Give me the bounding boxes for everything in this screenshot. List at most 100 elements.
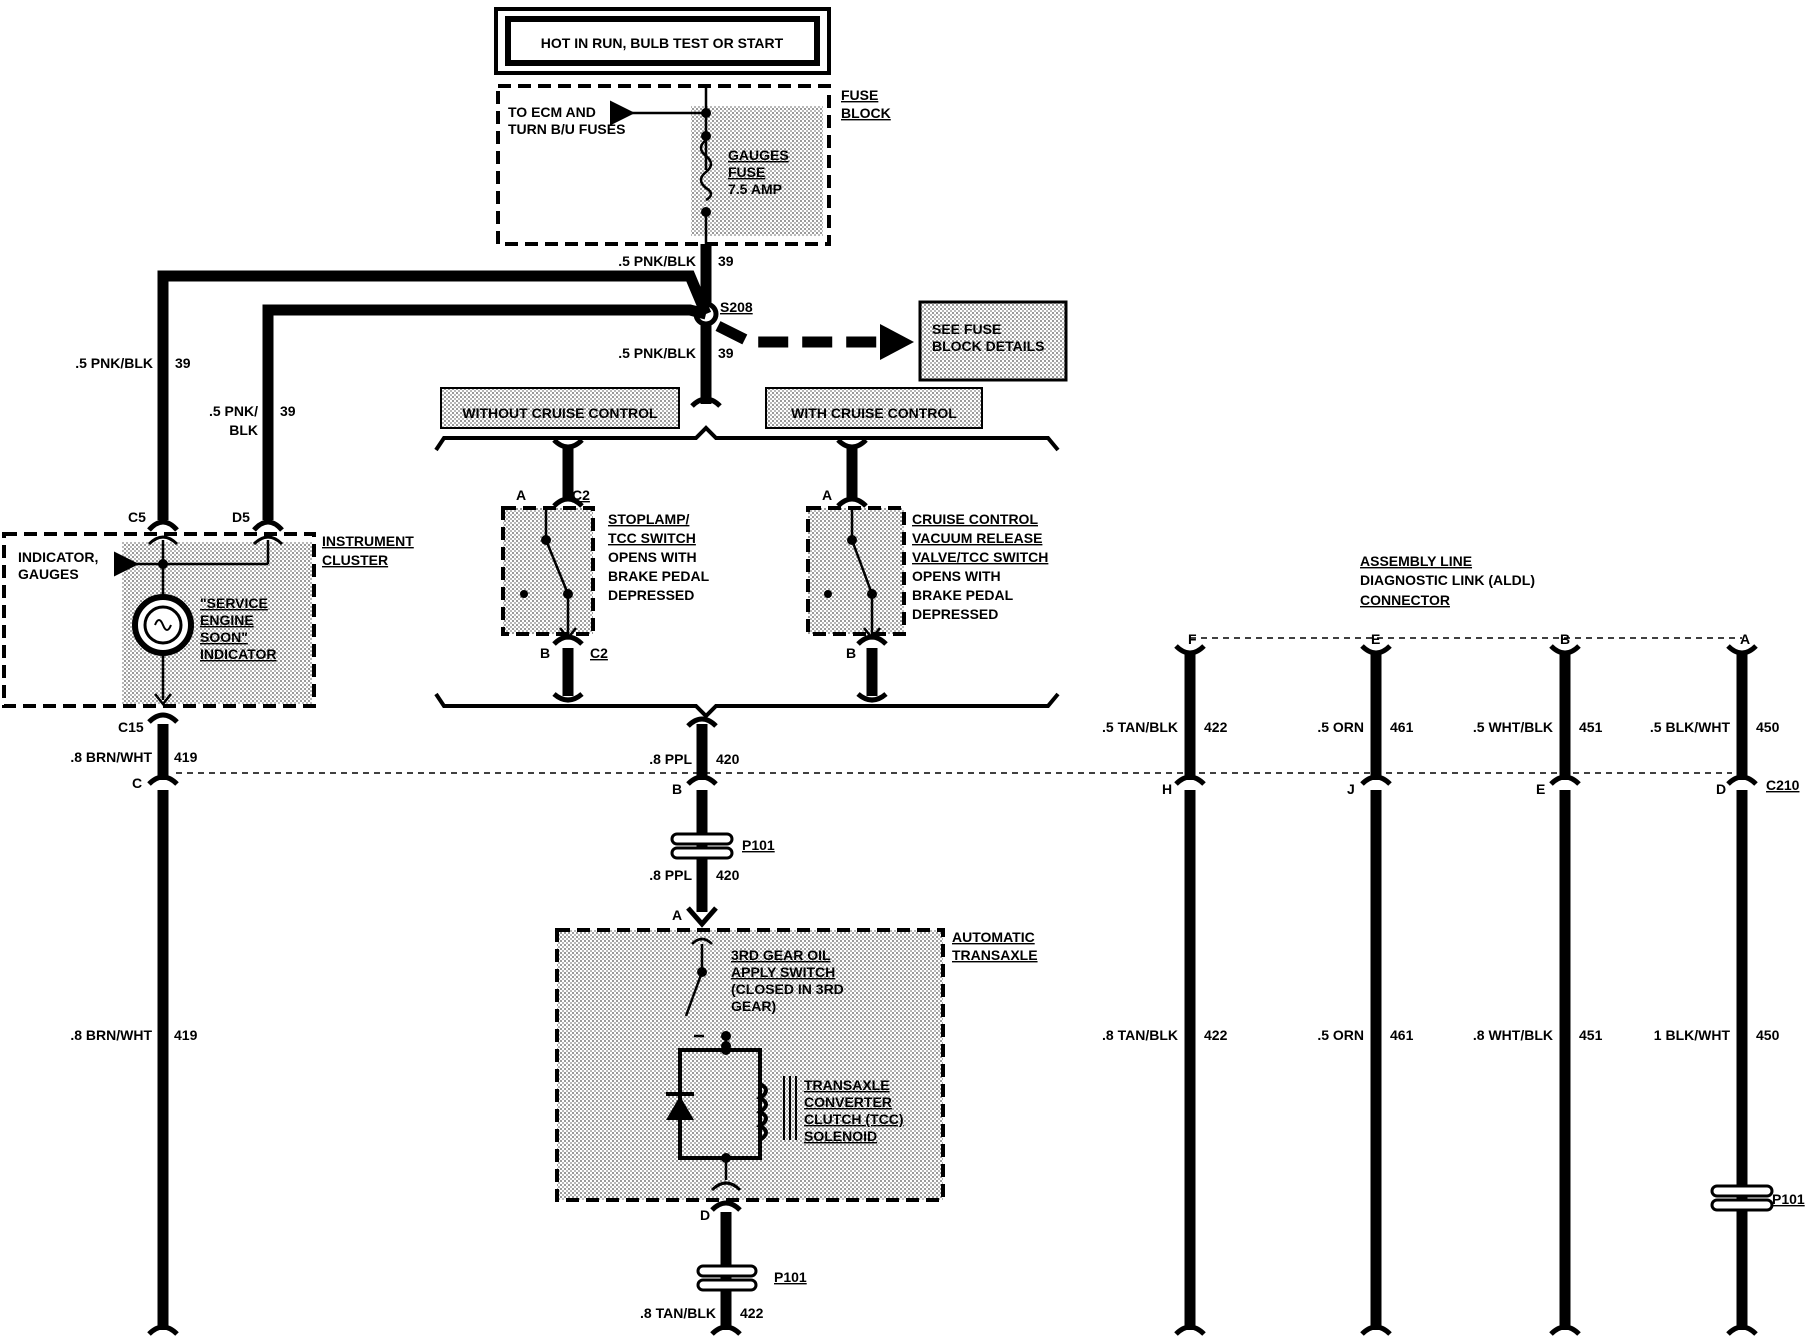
cluster-title-2: CLUSTER	[322, 552, 388, 568]
wire-top-label: .5 PNK/BLK	[618, 253, 696, 269]
aldl-a-top-label: .5 BLK/WHT	[1650, 719, 1731, 735]
power-source-box: HOT IN RUN, BULB TEST OR START	[494, 7, 831, 75]
solenoid-coil-icon	[756, 1082, 768, 1142]
wire-left-outer-num: 39	[175, 355, 191, 371]
solenoid-label-3: CLUTCH (TCC)	[804, 1111, 904, 1127]
wire-ppl-2-num: 420	[716, 867, 740, 883]
option-bracket-bottom	[434, 692, 1060, 719]
fuse-block-title-2: BLOCK	[841, 105, 891, 121]
aldl-e-bot-num: 461	[1390, 1027, 1414, 1043]
p101-connector-2: P101	[696, 1264, 807, 1292]
instrument-cluster: INSTRUMENT CLUSTER C5 D5 INDICATOR, GAUG…	[2, 509, 414, 735]
aldl-b-top-label: .5 WHT/BLK	[1473, 719, 1553, 735]
aldl-wire-e	[1360, 644, 1392, 1336]
aldl-title-3: CONNECTOR	[1360, 592, 1450, 608]
cluster-pin-c15: C15	[118, 719, 144, 735]
aldl-wire-b	[1549, 644, 1581, 1336]
stoplamp-label-4: BRAKE PEDAL	[608, 568, 710, 584]
p101-label-3: P101	[1772, 1191, 1805, 1207]
wire-tan-bottom-label: .8 TAN/BLK	[640, 1305, 716, 1321]
aldl-b-bot-num: 451	[1579, 1027, 1603, 1043]
wire-brn-2-label: .8 BRN/WHT	[70, 1027, 152, 1043]
ecm-label-2: TURN B/U FUSES	[508, 121, 625, 137]
wire-ppl-1-label: .8 PPL	[649, 751, 692, 767]
wire-left-inner-num: 39	[280, 403, 296, 419]
stoplamp-conn-top: C2	[572, 487, 590, 503]
aldl-pin-e: E	[1371, 631, 1380, 647]
wire-ppl-2-label: .8 PPL	[649, 867, 692, 883]
see-fuse-dashed-arrow	[715, 321, 880, 348]
splice-label: S208	[720, 299, 753, 315]
transaxle-title-1: AUTOMATIC	[952, 929, 1035, 945]
aldl-e-top-label: .5 ORN	[1317, 719, 1364, 735]
aldl-connector: ASSEMBLY LINE DIAGNOSTIC LINK (ALDL) CON…	[1188, 553, 1750, 647]
ses-label-3: SOON"	[200, 629, 248, 645]
wire-ppl-1-num: 420	[716, 751, 740, 767]
indicator-gauges-label-1: INDICATOR,	[18, 549, 98, 565]
cruise-label-1: CRUISE CONTROL	[912, 511, 1038, 527]
service-engine-soon-bulb-icon	[132, 594, 194, 656]
wire-s208-below-num: 39	[718, 345, 734, 361]
aldl-wire-f	[1174, 644, 1206, 1336]
aldl-e-bot-label: .5 ORN	[1317, 1027, 1364, 1043]
solenoid-label-1: TRANSAXLE	[804, 1077, 890, 1093]
aldl-a-bot-label: 1 BLK/WHT	[1654, 1027, 1731, 1043]
p101-connector-1: P101	[670, 832, 775, 860]
switch-label-1: 3RD GEAR OIL	[731, 947, 831, 963]
fuse-icon	[699, 139, 713, 202]
wire-brn-2-num: 419	[174, 1027, 198, 1043]
aldl-pin-b: B	[1560, 631, 1570, 647]
switch-label-4: GEAR)	[731, 998, 776, 1014]
option-without-cruise-label: WITHOUT CRUISE CONTROL	[462, 405, 658, 421]
diode-icon	[666, 1092, 694, 1120]
switch-label-3: (CLOSED IN 3RD	[731, 981, 844, 997]
aldl-f-top-num: 422	[1204, 719, 1228, 735]
transaxle-title-2: TRANSAXLE	[952, 947, 1038, 963]
see-fuse-line-1: SEE FUSE	[932, 321, 1001, 337]
wire-s208-below-label: .5 PNK/BLK	[618, 345, 696, 361]
fuse-block-title-1: FUSE	[841, 87, 878, 103]
transaxle-pin-d: D	[700, 1207, 710, 1223]
cruise-control-switch: A B CRUISE CONTROL VACUUM RELEASE VALVE/…	[806, 438, 1048, 703]
option-without-cruise: WITHOUT CRUISE CONTROL	[440, 387, 680, 429]
wire-connector-break	[690, 396, 722, 408]
aldl-f-bot-num: 422	[1204, 1027, 1228, 1043]
p101-label-2: P101	[774, 1269, 807, 1285]
p101-label-1: P101	[742, 837, 775, 853]
aldl-b-bot-label: .8 WHT/BLK	[1473, 1027, 1553, 1043]
stoplamp-switch: A C2 B C2 STOPLAMP/ TCC SWITCH OPENS WIT…	[501, 438, 710, 703]
ses-label-4: INDICATOR	[200, 646, 276, 662]
wire-top-num: 39	[718, 253, 734, 269]
aldl-f-bot-label: .8 TAN/BLK	[1102, 1027, 1178, 1043]
cruise-label-2: VACUUM RELEASE	[912, 530, 1042, 546]
option-with-cruise-label: WITH CRUISE CONTROL	[791, 405, 957, 421]
ses-label-1: "SERVICE	[200, 595, 268, 611]
switch-label-2: APPLY SWITCH	[731, 964, 835, 980]
cluster-pin-c5: C5	[128, 509, 146, 525]
cruise-pin-b: B	[846, 645, 856, 661]
indicator-gauges-label-2: GAUGES	[18, 566, 79, 582]
fuse-block: FUSE BLOCK TO ECM AND TURN B/U FUSES GAU…	[496, 84, 891, 246]
stoplamp-label-5: DEPRESSED	[608, 587, 694, 603]
c210-pin-h: H	[1162, 781, 1172, 797]
automatic-transaxle: AUTOMATIC TRANSAXLE 3RD GEAR OIL APPLY S…	[555, 928, 1038, 1202]
option-bracket-top	[434, 425, 1060, 452]
ecm-label-1: TO ECM AND	[508, 104, 596, 120]
wire-left-outer-label: .5 PNK/BLK	[75, 355, 153, 371]
wire-left-inner-label-2: BLK	[229, 422, 258, 438]
aldl-f-top-label: .5 TAN/BLK	[1102, 719, 1178, 735]
aldl-b-top-num: 451	[1579, 719, 1603, 735]
p101-connector-3: P101	[1710, 1184, 1805, 1212]
see-fuse-line-2: BLOCK DETAILS	[932, 338, 1045, 354]
fuse-label-2: FUSE	[728, 164, 765, 180]
option-with-cruise: WITH CRUISE CONTROL	[765, 387, 983, 429]
c210-pin-e: E	[1536, 781, 1545, 797]
stoplamp-label-2: TCC SWITCH	[608, 530, 696, 546]
wire-outer-to-cluster	[157, 270, 712, 520]
see-fuse-box: SEE FUSE BLOCK DETAILS	[918, 300, 1068, 382]
wire-brn-1-label: .8 BRN/WHT	[70, 749, 152, 765]
cruise-label-5: BRAKE PEDAL	[912, 587, 1014, 603]
stoplamp-pin-b: B	[540, 645, 550, 661]
transaxle-pin-a: A	[672, 907, 682, 923]
c210-pin-j: J	[1347, 781, 1355, 797]
